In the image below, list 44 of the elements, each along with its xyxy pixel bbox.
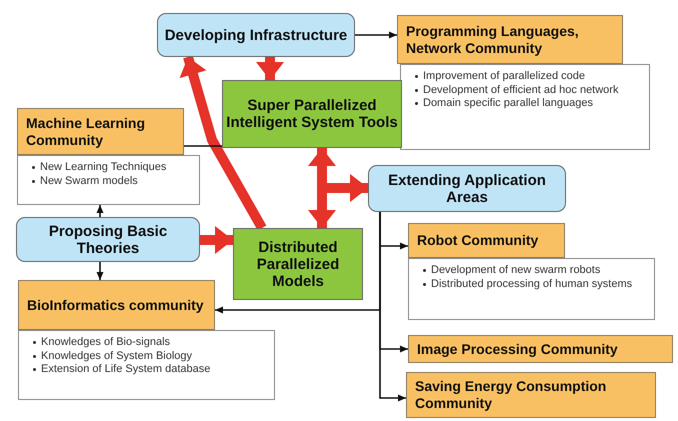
- box-label: Machine Learning Community: [26, 114, 146, 148]
- connector-line: [184, 145, 222, 147]
- thick-arrow: [256, 57, 284, 80]
- arrow: [379, 212, 406, 402]
- bullet-item: New Swarm models: [32, 174, 193, 188]
- box-label: Distributed Parallelized Models: [256, 238, 340, 290]
- community-box: [408, 335, 673, 363]
- result-box: [233, 228, 363, 300]
- notes-panel: [18, 330, 275, 400]
- theme-box: [157, 13, 355, 57]
- bullet-item: Extension of Life System database: [33, 363, 268, 376]
- notes-panel: [17, 155, 200, 205]
- box-label: BioInformatics community: [27, 296, 205, 314]
- notes-panel: [408, 258, 655, 320]
- box-label: Programming Languages, Network Community: [406, 22, 580, 56]
- bullet-item: Knowledges of System Biology: [33, 350, 268, 363]
- thick-arrow: [180, 56, 266, 230]
- bullet-item: Development of efficient ad hoc network: [415, 84, 643, 97]
- bullet-item: Improvement of parallelized code: [415, 70, 643, 84]
- arrow: [96, 262, 104, 280]
- arrow: [96, 205, 104, 217]
- box-label: Robot Community: [417, 232, 540, 249]
- bullet-item: New Learning Techniques: [32, 161, 193, 174]
- box-label: Saving Energy Consumption Community: [415, 378, 608, 412]
- bullet-item: Knowledges of Bio-signals: [33, 336, 268, 350]
- box-label: Image Processing Community: [417, 340, 619, 358]
- community-box: [397, 15, 623, 64]
- thick-arrow: [200, 226, 233, 254]
- box-label: Developing Infrastructure: [164, 26, 348, 44]
- bullet-item: Distributed processing of human systems: [423, 278, 648, 291]
- box-label: Extending Application Areas: [387, 172, 547, 206]
- community-box: [17, 108, 184, 155]
- box-label: Super Parallelized Intelligent System Tools: [225, 97, 399, 131]
- notes-panel: [400, 64, 650, 150]
- theme-box: [368, 165, 566, 212]
- result-box: [222, 80, 402, 148]
- community-box: [18, 280, 215, 330]
- community-box: [408, 223, 565, 258]
- community-box: [406, 372, 656, 418]
- box-label: Proposing Basic Theories: [48, 222, 168, 256]
- bullet-item: Development of new swarm robots: [423, 264, 648, 278]
- bullet-item: Domain specific parallel languages: [415, 97, 643, 110]
- theme-box: [16, 217, 200, 262]
- arrow: [355, 32, 397, 38]
